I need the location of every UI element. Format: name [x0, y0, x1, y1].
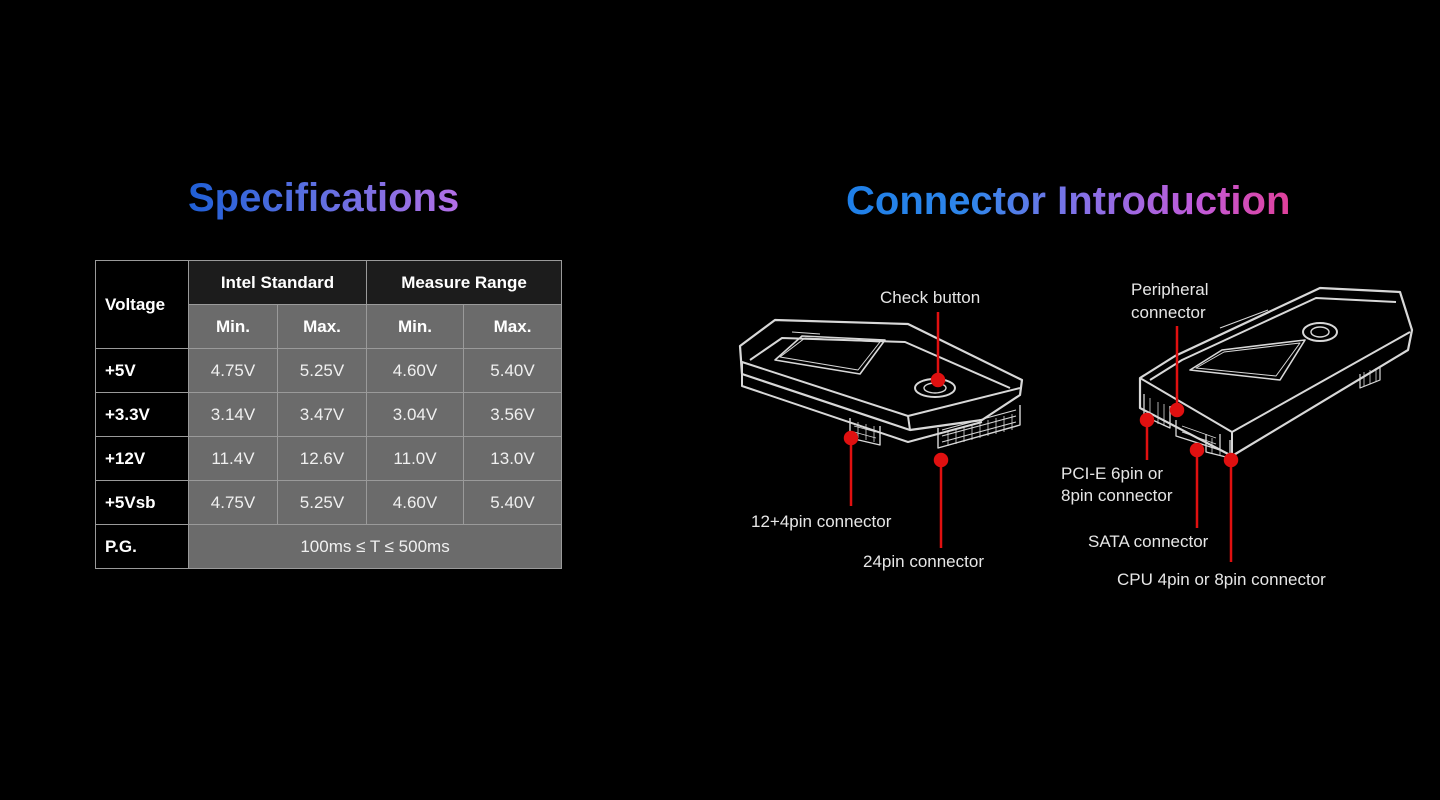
sata-label: SATA connector	[1088, 532, 1209, 551]
specifications-table: Voltage Intel Standard Measure Range Min…	[95, 260, 563, 569]
measure-min-header: Min.	[366, 304, 465, 349]
table-subheader-row: Min. Max. Min. Max.	[96, 304, 563, 349]
cell-value: 11.4V	[188, 436, 278, 481]
table-header-row: Voltage Intel Standard Measure Range	[95, 260, 563, 349]
cell-value: 5.25V	[276, 348, 368, 393]
cpu-callout	[1223, 452, 1239, 562]
table-row: +3.3V 3.14V 3.47V 3.04V 3.56V	[95, 392, 563, 437]
intel-max-header: Max.	[276, 304, 368, 349]
row-label: +5Vsb	[95, 480, 189, 525]
pg-value: 100ms ≤ T ≤ 500ms	[187, 524, 563, 569]
tester-device-left	[738, 318, 1024, 449]
peripheral-label-line1: Peripheral	[1131, 280, 1209, 299]
pcie-label-line2: 8pin connector	[1061, 486, 1173, 505]
pin-12-4-callout	[843, 430, 859, 506]
cell-value: 4.60V	[366, 480, 465, 525]
tester-device-right	[1138, 286, 1414, 459]
check-button-label: Check button	[880, 288, 981, 307]
sata-callout	[1189, 442, 1205, 528]
voltage-header: Voltage	[95, 260, 189, 349]
cell-value: 4.60V	[366, 348, 465, 393]
row-label: +3.3V	[95, 392, 189, 437]
pin-24-label: 24pin connector	[863, 552, 984, 571]
cpu-label: CPU 4pin or 8pin connector	[1117, 570, 1326, 589]
peripheral-label-line2: connector	[1131, 303, 1206, 322]
cell-value: 4.75V	[188, 348, 278, 393]
cell-value: 3.04V	[366, 392, 465, 437]
pcie-callout	[1139, 412, 1155, 460]
peripheral-callout	[1169, 326, 1185, 418]
row-label: +12V	[95, 436, 189, 481]
cell-value: 3.47V	[276, 392, 368, 437]
specifications-title: Specifications	[188, 176, 460, 220]
measure-max-header: Max.	[463, 304, 563, 349]
table-row-pg: P.G. 100ms ≤ T ≤ 500ms	[95, 524, 563, 569]
cell-value: 5.25V	[276, 480, 368, 525]
row-label: P.G.	[95, 524, 189, 569]
check-button-callout	[930, 312, 946, 388]
intel-min-header: Min.	[188, 304, 278, 349]
table-row: +5Vsb 4.75V 5.25V 4.60V 5.40V	[95, 480, 563, 525]
table-row: +12V 11.4V 12.6V 11.0V 13.0V	[95, 436, 563, 481]
connector-introduction-title: Connector Introduction	[846, 179, 1291, 223]
cell-value: 3.14V	[188, 392, 278, 437]
row-label: +5V	[95, 348, 189, 393]
cell-value: 11.0V	[366, 436, 465, 481]
pin-12-4-label: 12+4pin connector	[751, 512, 892, 531]
pin-24-callout	[933, 452, 949, 548]
device-illustration	[738, 286, 1414, 562]
measure-range-header: Measure Range	[366, 260, 563, 305]
cell-value: 5.40V	[463, 480, 563, 525]
cell-value: 12.6V	[276, 436, 368, 481]
pcie-label-line1: PCI-E 6pin or	[1061, 464, 1164, 483]
cell-value: 5.40V	[463, 348, 563, 393]
cell-value: 3.56V	[463, 392, 563, 437]
connector-diagram: Check button 12+4pin connector 24pin con…	[720, 270, 1440, 610]
intel-standard-header: Intel Standard	[187, 260, 368, 305]
cell-value: 13.0V	[463, 436, 563, 481]
table-row: +5V 4.75V 5.25V 4.60V 5.40V	[95, 348, 563, 393]
cell-value: 4.75V	[188, 480, 278, 525]
